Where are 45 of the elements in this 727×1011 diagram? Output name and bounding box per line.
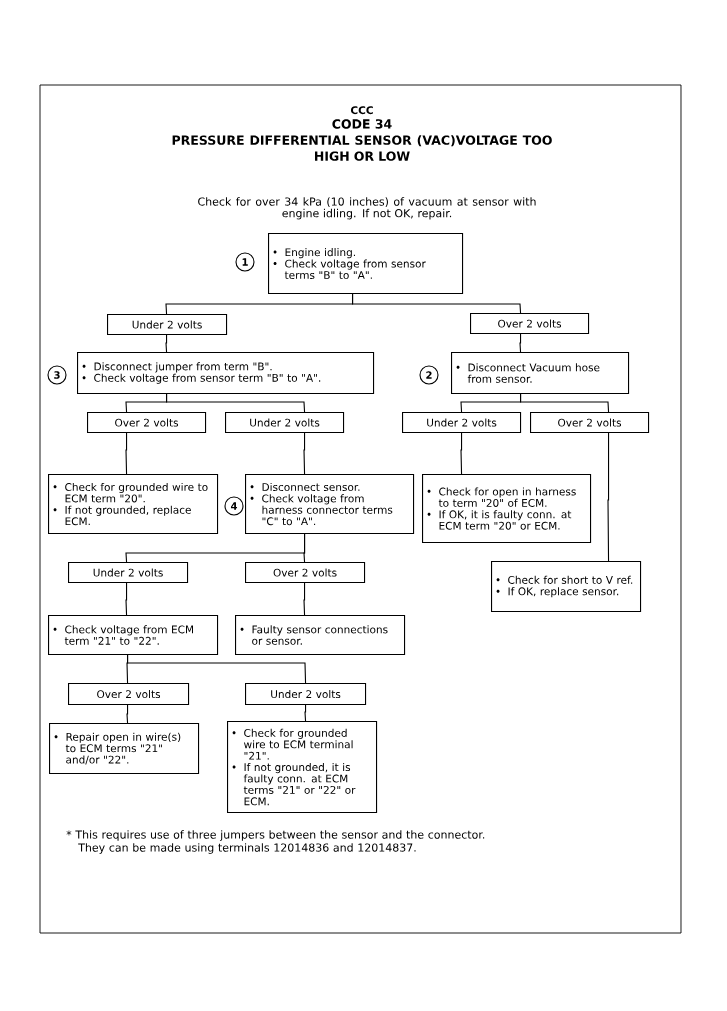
title: PRESSURE DIFFERENTIAL SENSOR (VAC)VOLTAGE TOO HIGH OR LOW (172, 135, 552, 161)
step-box: Check for short to V ref. If OK, replace sensor. (491, 561, 642, 613)
step-box: Engine idling. Check voltage from sensor terms "B" to "A". (268, 233, 464, 295)
connector-line (303, 533, 306, 563)
callout-number: 3 (47, 365, 67, 385)
step-box: Check for open in harness to term "20" of ECM. If OK, it is faulty conn. at ECM term "20" or ECM. (422, 474, 592, 544)
step-box: Faulty sensor connections or sensor. (235, 615, 406, 656)
callout-number: 4 (224, 496, 244, 516)
condition-box: Under 2 volts (402, 412, 522, 434)
step-box: Check voltage from ECM term "21" to "22". (48, 615, 219, 656)
connector-line (607, 432, 610, 562)
code-heading: CODE 34 (332, 119, 392, 129)
connector-line (127, 654, 307, 684)
condition-box: Over 2 volts (470, 313, 590, 335)
condition-box: Under 2 volts (225, 412, 345, 434)
connector-line (125, 582, 128, 616)
condition-box: Under 2 volts (107, 314, 228, 336)
step-box: Disconnect jumper from term "B". Check voltage from sensor term "B" to "A". (77, 352, 375, 395)
connector-line (303, 582, 306, 616)
step-box: Check for grounded wire to ECM terminal "21". If not grounded, it is faulty conn. at ECM terms "21" or "22" or ECM. (227, 721, 378, 814)
callout-number: 1 (235, 252, 255, 272)
condition-box: Under 2 volts (68, 562, 189, 584)
connector-line (304, 704, 307, 722)
footnote: * This requires use of three jumpers between the sensor and the connector. They can be made using terminals 12014836 and 12014837. (66, 830, 485, 854)
connector-line (352, 293, 522, 314)
condition-box: Over 2 volts (87, 412, 207, 434)
step-box: Disconnect Vacuum hose from sensor. (451, 352, 630, 395)
connector-line (303, 432, 306, 475)
connector-line (125, 432, 128, 475)
condition-box: Over 2 volts (530, 412, 650, 434)
step-box: Check for grounded wire to ECM term "20". If not grounded, replace ECM. (48, 474, 219, 535)
note-text: Check for over 34 kPa (10 inches) of vacuum at sensor with engine idling. If not OK, repair. (198, 197, 536, 220)
condition-box: Under 2 volts (245, 683, 367, 706)
step-box: Disconnect sensor. Check voltage from harness connector terms "C" to "A". (245, 474, 415, 535)
step-box: Repair open in wire(s) to ECM terms "21" and/or "22". (49, 723, 200, 775)
connector-line (519, 333, 522, 353)
connector-line (126, 704, 129, 724)
connector-line (460, 432, 463, 475)
connector-line (520, 393, 610, 413)
connector-line (165, 334, 168, 353)
connector-line (166, 393, 306, 413)
system-heading: CCC (350, 106, 373, 115)
condition-box: Over 2 volts (245, 562, 366, 584)
callout-number: 2 (419, 365, 439, 385)
condition-box: Over 2 volts (68, 683, 190, 706)
